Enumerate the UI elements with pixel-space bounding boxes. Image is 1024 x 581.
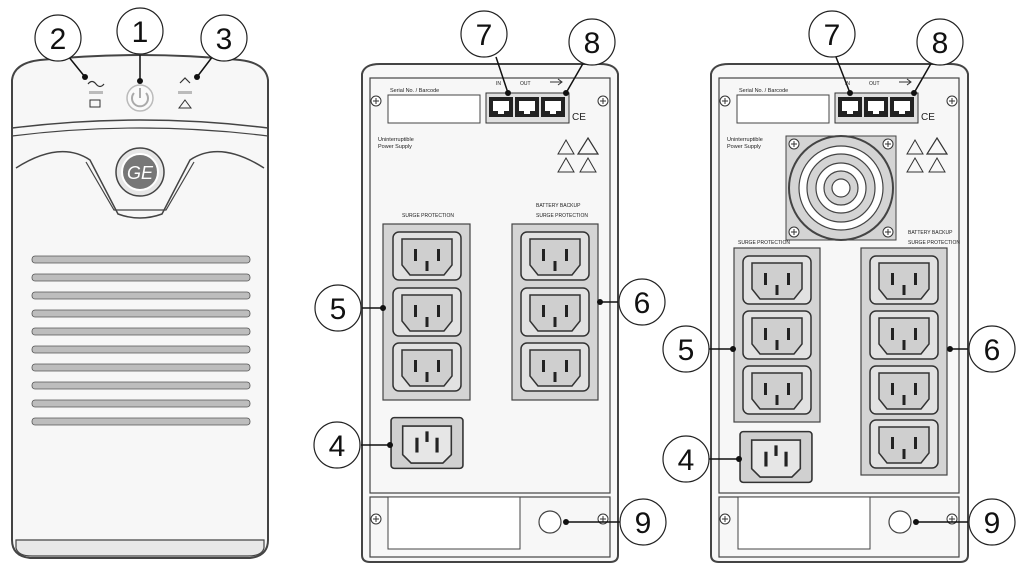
surge-label-left: SURGE PROTECTION [402,213,454,219]
svg-text:3: 3 [216,23,233,56]
svg-text:5: 5 [678,334,695,367]
ce-mark-large: CE [921,112,935,123]
surge-label-right: SURGE PROTECTION [536,213,588,219]
svg-text:4: 4 [329,430,346,463]
serial-label: Serial No. / Barcode [390,88,439,94]
battery-outlet[interactable] [869,365,939,415]
port-out-label-large: OUT [869,81,880,87]
callout-8-small: 8 [568,18,616,66]
ce-mark: CE [572,112,586,123]
callout-6-small: 6 [618,278,666,326]
logo-text: GE [127,163,154,183]
serial-label-large: Serial No. / Barcode [739,88,788,94]
battery-outlet[interactable] [520,342,590,392]
callout-6-large: 6 [968,325,1016,373]
battery-outlet[interactable] [520,287,590,337]
rj45-in-port[interactable] [489,97,513,117]
svg-text:7: 7 [824,19,841,52]
callout-7-large: 7 [808,10,856,58]
battery-outlet[interactable] [520,231,590,281]
led-right [178,91,192,94]
svg-text:2: 2 [50,23,67,56]
usb-port[interactable] [541,97,565,117]
power-icon[interactable] [126,84,154,112]
svg-text:5: 5 [330,293,347,326]
svg-text:9: 9 [984,507,1001,540]
battery-label: BATTERY BACKUP [536,203,581,209]
ups-label-1: Uninterruptible [378,137,414,143]
battery-outlet[interactable] [869,310,939,360]
port-in-label-large: IN [845,81,850,87]
usb-icon [899,78,912,86]
battery-label-large: BATTERY BACKUP [908,230,953,236]
warning-icon [178,77,192,109]
callout-7-small: 7 [460,10,508,58]
callout-5-large: 5 [662,325,710,373]
surge-label-left-large: SURGE PROTECTION [738,240,790,246]
callout-4-large: 4 [662,435,710,483]
ups-label-2-large: Power Supply [727,144,761,150]
callout-8-large: 8 [916,18,964,66]
callout-1: 1 [116,7,164,55]
svg-text:8: 8 [932,27,949,60]
battery-outlet[interactable] [869,419,939,469]
rj45-out-port[interactable] [515,97,539,117]
safety-warning-icons [557,136,600,173]
circuit-breaker[interactable] [538,510,562,534]
svg-text:4: 4 [678,444,695,477]
callout-3: 3 [200,14,248,62]
ge-logo-icon: GE [115,147,165,197]
surge-outlet[interactable] [742,310,812,360]
surge-label-right-large: SURGE PROTECTION [908,240,960,246]
rj45-out-port[interactable] [864,97,888,117]
battery-outlet[interactable] [869,255,939,305]
back-unit-large: Serial No. / Barcode IN OUT CE Uninterru… [662,10,1016,563]
svg-text:9: 9 [635,507,652,540]
surge-outlet[interactable] [742,365,812,415]
port-out-label: OUT [520,81,531,87]
back-unit-small: Serial No. / Barcode IN OUT CE Uninterru… [313,10,667,563]
usb-port[interactable] [890,97,914,117]
surge-outlet[interactable] [392,287,462,337]
callout-4-small: 4 [313,421,361,469]
svg-text:6: 6 [634,287,651,320]
safety-warning-icons [906,136,949,173]
usb-icon [550,78,563,86]
surge-outlet[interactable] [392,342,462,392]
callout-9-large: 9 [968,498,1016,546]
ac-inlet[interactable] [739,430,813,484]
svg-text:8: 8 [584,27,601,60]
front-vents [31,255,251,426]
svg-text:1: 1 [132,16,149,49]
surge-outlet[interactable] [742,255,812,305]
led-left [89,91,103,94]
callout-2: 2 [34,14,82,62]
ac-inlet[interactable] [390,416,464,470]
svg-text:6: 6 [984,334,1001,367]
surge-outlet[interactable] [392,231,462,281]
circuit-breaker[interactable] [888,510,912,534]
ups-label-2: Power Supply [378,144,412,150]
rj45-in-port[interactable] [838,97,862,117]
ups-label-1-large: Uninterruptible [727,137,763,143]
fan-grille-icon [785,135,897,241]
callout-5-small: 5 [314,284,362,332]
svg-text:7: 7 [476,19,493,52]
ac-line-icon [87,80,105,108]
front-unit: GE [11,7,269,559]
port-in-label: IN [496,81,501,87]
callout-9-small: 9 [619,498,667,546]
